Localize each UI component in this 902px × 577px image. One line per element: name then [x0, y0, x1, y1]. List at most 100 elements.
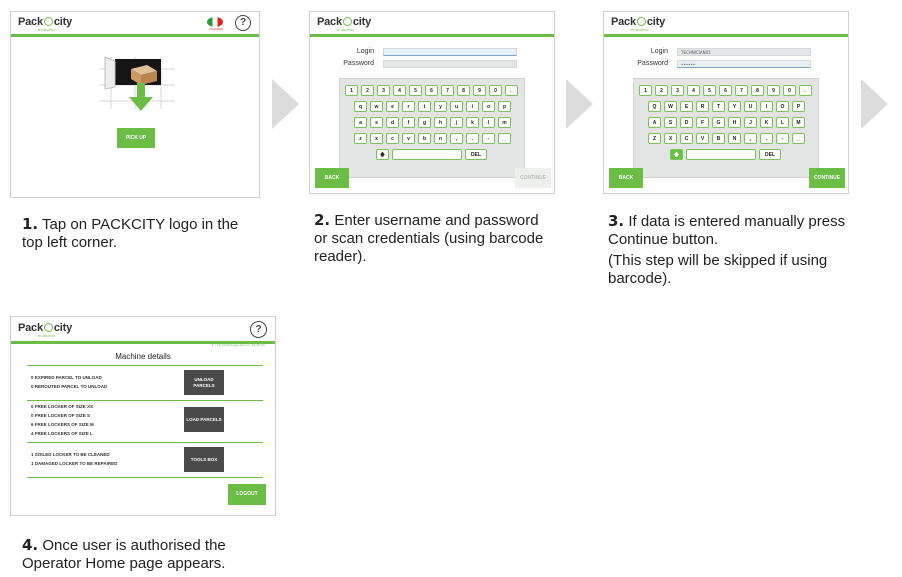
- key-g[interactable]: g: [418, 117, 431, 128]
- key-m[interactable]: m: [498, 117, 511, 128]
- key--[interactable]: -: [776, 133, 789, 144]
- password-input[interactable]: ••••••: [677, 60, 811, 68]
- continue-button-disabled[interactable]: CONTINUE: [515, 168, 551, 188]
- key-a[interactable]: A: [648, 117, 661, 128]
- key-t[interactable]: t: [418, 101, 431, 112]
- continue-button[interactable]: CONTINUE: [809, 168, 845, 188]
- key-k[interactable]: K: [760, 117, 773, 128]
- login-input[interactable]: [383, 48, 517, 56]
- key-.[interactable]: .: [466, 133, 479, 144]
- key-i[interactable]: i: [466, 101, 479, 112]
- key-0[interactable]: 0: [489, 85, 502, 96]
- key-h[interactable]: H: [728, 117, 741, 128]
- key-f[interactable]: F: [696, 117, 709, 128]
- delete-key[interactable]: DEL: [759, 149, 781, 160]
- key-q[interactable]: q: [354, 101, 367, 112]
- help-icon[interactable]: ?: [235, 15, 251, 31]
- key-z[interactable]: Z: [648, 133, 661, 144]
- key-x[interactable]: x: [370, 133, 383, 144]
- key-6[interactable]: 6: [425, 85, 438, 96]
- key-s[interactable]: S: [664, 117, 677, 128]
- key-q[interactable]: Q: [648, 101, 661, 112]
- key-r[interactable]: R: [696, 101, 709, 112]
- key-e[interactable]: e: [386, 101, 399, 112]
- key-u[interactable]: u: [450, 101, 463, 112]
- tools-box-button[interactable]: TOOLS BOX: [184, 447, 224, 472]
- key-n[interactable]: n: [434, 133, 447, 144]
- key-l[interactable]: L: [776, 117, 789, 128]
- password-input[interactable]: [383, 60, 517, 68]
- key-h[interactable]: h: [434, 117, 447, 128]
- key-j[interactable]: J: [744, 117, 757, 128]
- key-a[interactable]: a: [354, 117, 367, 128]
- key-o[interactable]: O: [776, 101, 789, 112]
- shift-key[interactable]: 🡅: [376, 149, 389, 160]
- key-j[interactable]: j: [450, 117, 463, 128]
- key-o[interactable]: o: [482, 101, 495, 112]
- key-.[interactable]: .: [760, 133, 773, 144]
- key-v[interactable]: V: [696, 133, 709, 144]
- key-l[interactable]: l: [482, 117, 495, 128]
- logout-button[interactable]: LOGOUT: [228, 484, 266, 505]
- key-e[interactable]: E: [680, 101, 693, 112]
- key-p[interactable]: p: [498, 101, 511, 112]
- key-k[interactable]: k: [466, 117, 479, 128]
- key-i[interactable]: I: [760, 101, 773, 112]
- key-9[interactable]: 9: [767, 85, 780, 96]
- key-,[interactable]: ,: [450, 133, 463, 144]
- shift-key-active[interactable]: 🡅: [670, 149, 683, 160]
- key-backspace[interactable]: ←: [799, 85, 812, 96]
- key-v[interactable]: v: [402, 133, 415, 144]
- key-b[interactable]: B: [712, 133, 725, 144]
- key-g[interactable]: G: [712, 117, 725, 128]
- key-w[interactable]: W: [664, 101, 677, 112]
- key-u[interactable]: U: [744, 101, 757, 112]
- key-d[interactable]: d: [386, 117, 399, 128]
- key-_[interactable]: _: [498, 133, 511, 144]
- key-4[interactable]: 4: [393, 85, 406, 96]
- key-5[interactable]: 5: [409, 85, 422, 96]
- key-7[interactable]: 7: [441, 85, 454, 96]
- key-b[interactable]: b: [418, 133, 431, 144]
- help-icon[interactable]: ?: [250, 321, 267, 338]
- delete-key[interactable]: DEL: [465, 149, 487, 160]
- key-c[interactable]: c: [386, 133, 399, 144]
- key-8[interactable]: 8: [751, 85, 764, 96]
- key-r[interactable]: r: [402, 101, 415, 112]
- key-2[interactable]: 2: [655, 85, 668, 96]
- key-p[interactable]: P: [792, 101, 805, 112]
- key-1[interactable]: 1: [639, 85, 652, 96]
- key-0[interactable]: 0: [783, 85, 796, 96]
- key--[interactable]: -: [482, 133, 495, 144]
- key-d[interactable]: D: [680, 117, 693, 128]
- key-x[interactable]: X: [664, 133, 677, 144]
- key-5[interactable]: 5: [703, 85, 716, 96]
- key-backspace[interactable]: ←: [505, 85, 518, 96]
- key-t[interactable]: T: [712, 101, 725, 112]
- space-key[interactable]: [686, 149, 756, 160]
- key-,[interactable]: ,: [744, 133, 757, 144]
- key-s[interactable]: s: [370, 117, 383, 128]
- space-key[interactable]: [392, 149, 462, 160]
- key-8[interactable]: 8: [457, 85, 470, 96]
- load-parcels-button[interactable]: LOAD PARCELS: [184, 407, 224, 432]
- key-4[interactable]: 4: [687, 85, 700, 96]
- key-y[interactable]: y: [434, 101, 447, 112]
- key-c[interactable]: C: [680, 133, 693, 144]
- key-m[interactable]: M: [792, 117, 805, 128]
- italian-flag-icon[interactable]: [207, 17, 223, 27]
- key-7[interactable]: 7: [735, 85, 748, 96]
- unload-parcels-button[interactable]: UNLOAD PARCELS: [184, 370, 224, 395]
- pickup-button[interactable]: PICK UP: [117, 128, 155, 148]
- key-z[interactable]: z: [354, 133, 367, 144]
- key-9[interactable]: 9: [473, 85, 486, 96]
- key-6[interactable]: 6: [719, 85, 732, 96]
- login-input[interactable]: TECHNICIAN01: [677, 48, 811, 56]
- key-3[interactable]: 3: [377, 85, 390, 96]
- key-_[interactable]: _: [792, 133, 805, 144]
- key-f[interactable]: f: [402, 117, 415, 128]
